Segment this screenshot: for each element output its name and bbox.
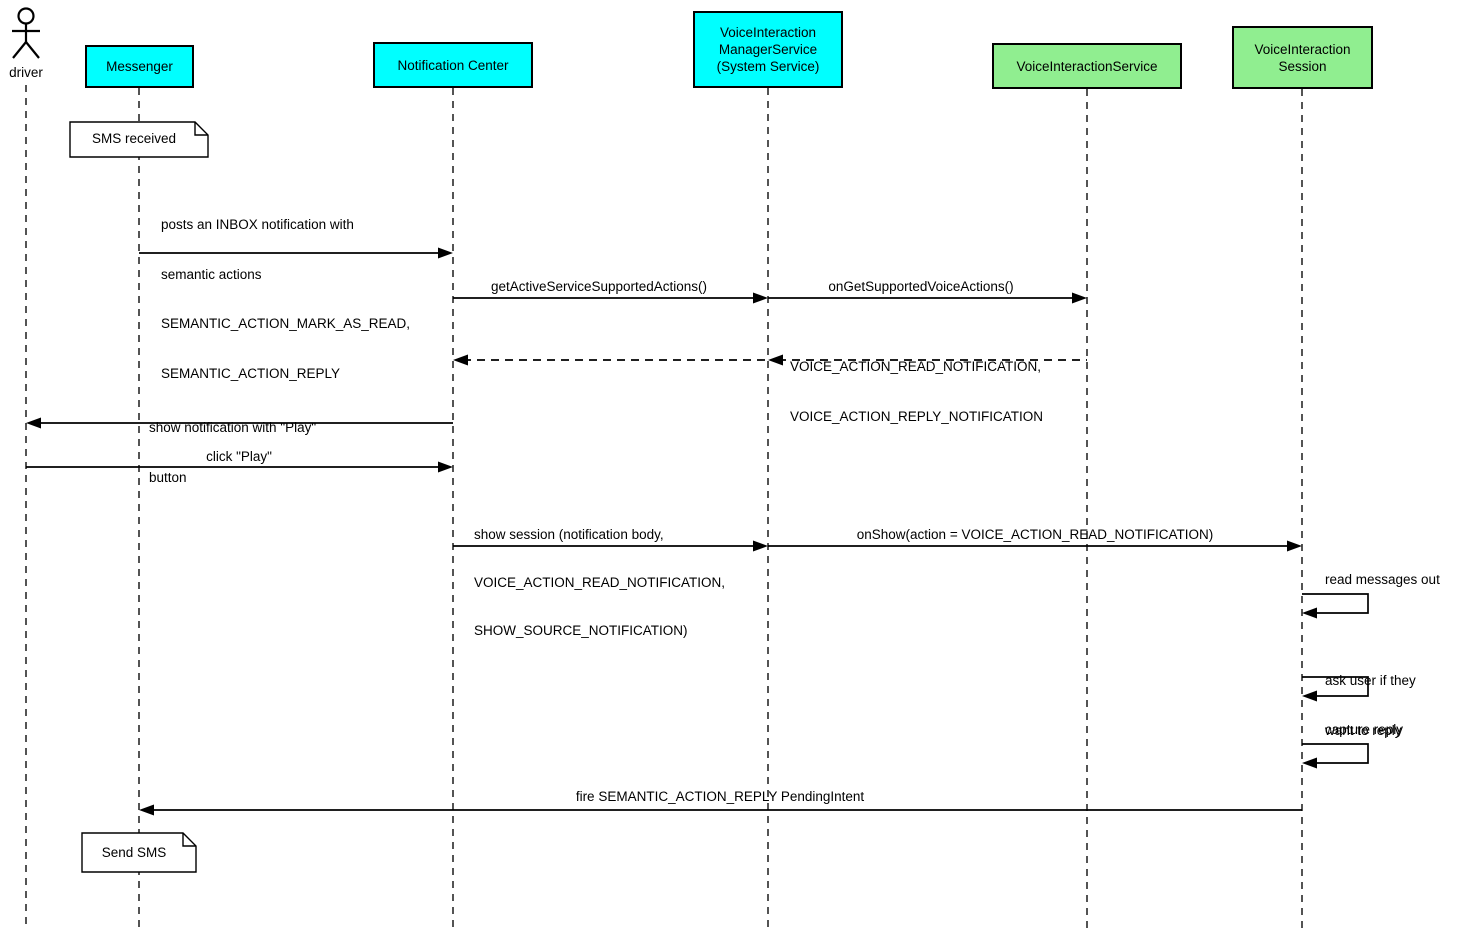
- note-shape-sms-received: [69, 121, 209, 158]
- message-label-supported-actions-return: VOICE_ACTION_READ_NOTIFICATION, VOICE_AC…: [790, 326, 1043, 458]
- arrow-self-ask-user: [1302, 676, 1369, 702]
- message-label-fire-pending-intent: fire SEMANTIC_ACTION_REPLY PendingIntent: [575, 789, 865, 804]
- message-line: VOICE_ACTION_READ_NOTIFICATION,: [474, 575, 726, 590]
- arrow-self-capture-reply: [1302, 743, 1369, 769]
- arrow-on-get-supported-voice-actions: [768, 292, 1087, 304]
- arrow-show-session: [453, 540, 768, 552]
- message-line: posts an INBOX notification with: [161, 217, 354, 232]
- message-line: SEMANTIC_ACTION_REPLY: [161, 365, 341, 381]
- participant-messenger: Messenger: [85, 45, 194, 88]
- participant-voice-interaction-service: VoiceInteractionService: [992, 43, 1182, 89]
- message-line: ask user if they: [1325, 673, 1416, 688]
- participant-label: Messenger: [106, 59, 173, 74]
- participant-label: VoiceInteractionService: [1016, 58, 1158, 74]
- participant-label: Notification Center: [397, 57, 509, 73]
- arrow-post-inbox: [139, 247, 453, 259]
- message-line: button: [149, 469, 187, 485]
- arrow-get-active-service-supported-actions: [453, 292, 768, 304]
- message-line: VOICE_ACTION_REPLY_NOTIFICATION: [790, 408, 1044, 424]
- message-line: SHOW_SOURCE_NOTIFICATION): [474, 623, 688, 638]
- participant-voice-interaction-session: VoiceInteraction Session: [1232, 26, 1373, 89]
- message-line: want to reply: [1325, 722, 1402, 738]
- message-line: show session (notification body,: [474, 527, 664, 542]
- actor-icon: [12, 7, 40, 59]
- participant-label: ManagerService: [718, 42, 818, 57]
- message-label-ask-user: ask user if they want to reply: [1325, 640, 1416, 772]
- arrow-fire-pending-intent: [139, 804, 1302, 816]
- participant-label: (System Service): [716, 59, 820, 74]
- message-label-read-messages-out: read messages out: [1325, 572, 1440, 587]
- participant-label: VoiceInteraction: [719, 25, 817, 40]
- message-label-click-play: click "Play": [206, 449, 272, 464]
- arrow-self-read-messages: [1302, 593, 1369, 619]
- arrow-return-to-notification-center: [453, 354, 768, 366]
- arrow-show-notification: [26, 417, 453, 429]
- message-label-get-active-service-supported-actions: getActiveServiceSupportedActions(): [490, 279, 708, 294]
- message-line: semantic actions: [161, 266, 262, 282]
- message-line: VOICE_ACTION_READ_NOTIFICATION,: [790, 359, 1042, 374]
- actor-label: driver: [9, 65, 43, 80]
- message-arrows: [26, 247, 1369, 816]
- note-sms-received: SMS received: [91, 131, 177, 146]
- message-line: show notification with "Play": [149, 420, 317, 435]
- message-label-capture-reply: capture reply: [1325, 722, 1404, 737]
- arrow-click-play: [26, 461, 453, 473]
- message-label-post-inbox: posts an INBOX notification with semanti…: [161, 184, 410, 415]
- message-label-on-show: onShow(action = VOICE_ACTION_READ_NOTIFI…: [856, 527, 1214, 542]
- message-line: SEMANTIC_ACTION_MARK_AS_READ,: [161, 316, 411, 331]
- message-label-show-notification: show notification with "Play" button: [149, 387, 316, 519]
- message-label-on-get-supported-voice-actions: onGetSupportedVoiceActions(): [828, 279, 1014, 294]
- arrow-on-show: [768, 540, 1302, 552]
- arrow-return-voice-actions: [768, 354, 1087, 366]
- participant-label: VoiceInteraction: [1254, 41, 1351, 57]
- message-label-show-session: show session (notification body, VOICE_A…: [474, 495, 725, 671]
- participant-voice-interaction-manager-service: VoiceInteraction ManagerService (System …: [693, 11, 843, 88]
- note-shape-send-sms: [81, 832, 197, 873]
- participant-notification-center: Notification Center: [373, 42, 533, 88]
- participant-label: Session: [1278, 58, 1327, 74]
- lifelines: [25, 85, 1303, 929]
- note-send-sms: Send SMS: [101, 845, 167, 860]
